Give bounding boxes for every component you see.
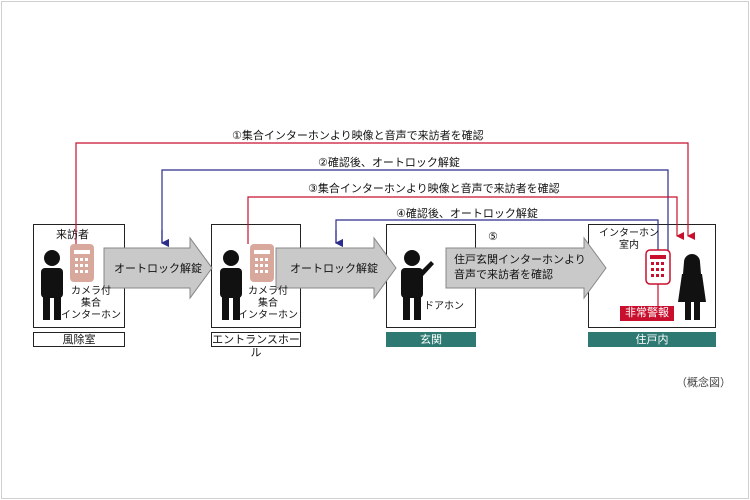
- flow-label-3: ③集合インターホンより映像と音声で来訪者を確認: [308, 182, 560, 195]
- hall-device-label: カメラ付 集合 インターホン: [238, 286, 298, 321]
- flow-line-2: [161, 169, 669, 265]
- entrance-caption: 玄関: [386, 332, 476, 347]
- visitor-label: 来訪者: [56, 228, 89, 241]
- flow-label-2: ②確認後、オートロック解錠: [318, 156, 460, 169]
- step-5-number: ⑤: [488, 230, 498, 243]
- unit-caption: 住戸内: [588, 332, 716, 347]
- unlock-arrow-1-label: オートロック解錠: [114, 262, 202, 275]
- emergency-alarm-label: 非常警報: [620, 306, 674, 321]
- flow-line-3: [247, 196, 684, 240]
- flow-label-4: ④確認後、オートロック解錠: [396, 207, 538, 220]
- flow-line-1: [75, 142, 695, 240]
- foyer-device-label: カメラ付 集合 インターホン: [61, 286, 121, 321]
- unit-device-label: インターホン 室内: [599, 228, 659, 251]
- hall-caption: エントランスホール: [211, 332, 301, 359]
- unlock-arrow-2-label: オートロック解錠: [290, 262, 378, 275]
- confirm-arrow-label: 住戸玄関インターホンより 音声で来訪者を確認: [454, 253, 586, 281]
- foyer-caption: 風除室: [33, 332, 125, 347]
- flow-label-1: ①集合インターホンより映像と音声で来訪者を確認: [232, 129, 484, 142]
- concept-note: （概念図）: [676, 376, 731, 389]
- entrance-device-label: ドアホン: [424, 301, 464, 312]
